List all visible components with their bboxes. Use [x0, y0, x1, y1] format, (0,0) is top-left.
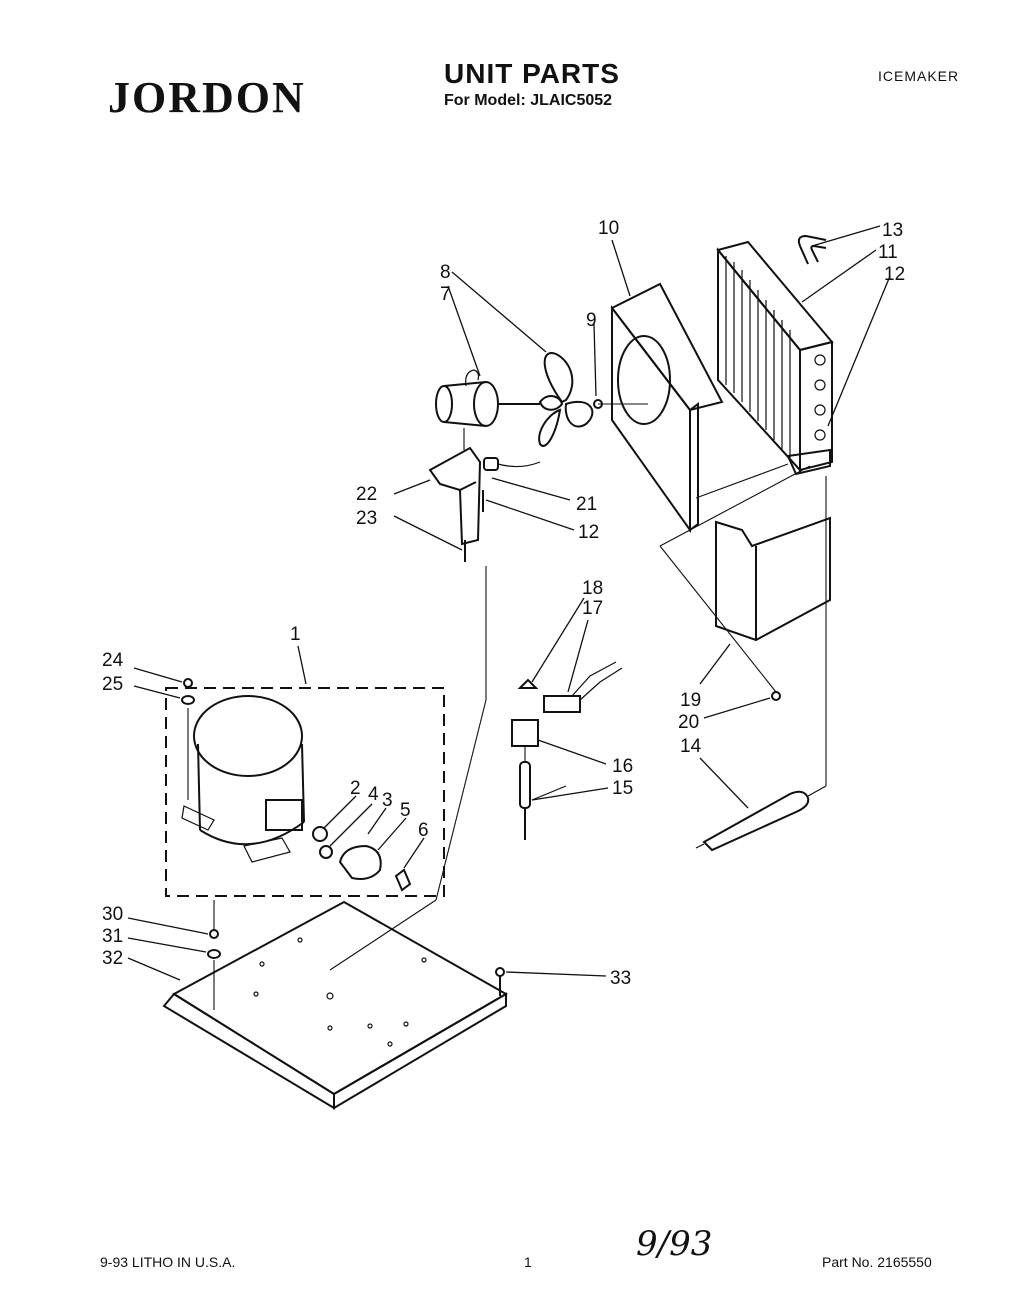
callout-18: 18	[582, 578, 603, 599]
page-title: UNIT PARTS	[444, 58, 620, 89]
compressor	[181, 678, 412, 892]
callout-15: 15	[612, 778, 633, 799]
callout-22: 22	[356, 484, 377, 505]
callout-4: 4	[368, 784, 379, 805]
callout-17: 17	[582, 598, 603, 619]
callout-31: 31	[102, 926, 123, 947]
callout-labels: 1 2 3 4 5 6 7 8 9 10 11 12 12 13 14 15 1…	[102, 218, 905, 989]
fan-shroud	[610, 282, 724, 534]
callout-30: 30	[102, 904, 123, 925]
brand-logo: JORDON	[108, 73, 306, 122]
base-pan	[162, 900, 509, 1110]
air-baffle	[715, 516, 831, 701]
callout-10: 10	[598, 218, 619, 239]
callout-leaders	[127, 225, 891, 981]
callout-12b: 12	[578, 522, 599, 543]
handwritten-date: 9/93	[636, 1224, 713, 1264]
callout-33: 33	[610, 968, 631, 989]
capacitor-relay-group	[511, 661, 623, 840]
callout-3: 3	[382, 790, 393, 811]
callout-21: 21	[576, 494, 597, 515]
callout-13: 13	[882, 220, 903, 241]
callout-20: 20	[678, 712, 699, 733]
filter-dryer	[695, 785, 827, 852]
callout-11: 11	[878, 242, 898, 263]
callout-6: 6	[418, 820, 429, 841]
callout-23: 23	[356, 508, 377, 529]
callout-7: 7	[440, 284, 451, 305]
callout-2: 2	[350, 778, 361, 799]
page-number: 1	[524, 1254, 532, 1270]
u-bend-tube	[797, 234, 827, 265]
callout-32: 32	[102, 948, 123, 969]
assembly-lines	[187, 403, 827, 1010]
callout-1: 1	[290, 624, 301, 645]
callout-9: 9	[586, 310, 597, 331]
motor-bracket	[428, 446, 541, 562]
condenser-coil	[716, 240, 834, 476]
callout-5: 5	[400, 800, 411, 821]
fan-blade	[538, 352, 603, 447]
callout-8: 8	[440, 262, 451, 283]
litho-note: 9-93 LITHO IN U.S.A.	[100, 1254, 236, 1270]
callout-24: 24	[102, 650, 124, 671]
callout-16: 16	[612, 756, 633, 777]
callout-25: 25	[102, 674, 123, 695]
product-category: ICEMAKER	[878, 68, 960, 84]
part-number: Part No. 2165550	[822, 1254, 932, 1270]
callout-12a: 12	[884, 264, 905, 285]
model-subtitle: For Model: JLAIC5052	[444, 92, 613, 109]
fan-motor	[435, 369, 540, 427]
callout-14: 14	[680, 736, 702, 757]
compressor-assembly-boundary	[165, 687, 445, 897]
callout-19: 19	[680, 690, 701, 711]
